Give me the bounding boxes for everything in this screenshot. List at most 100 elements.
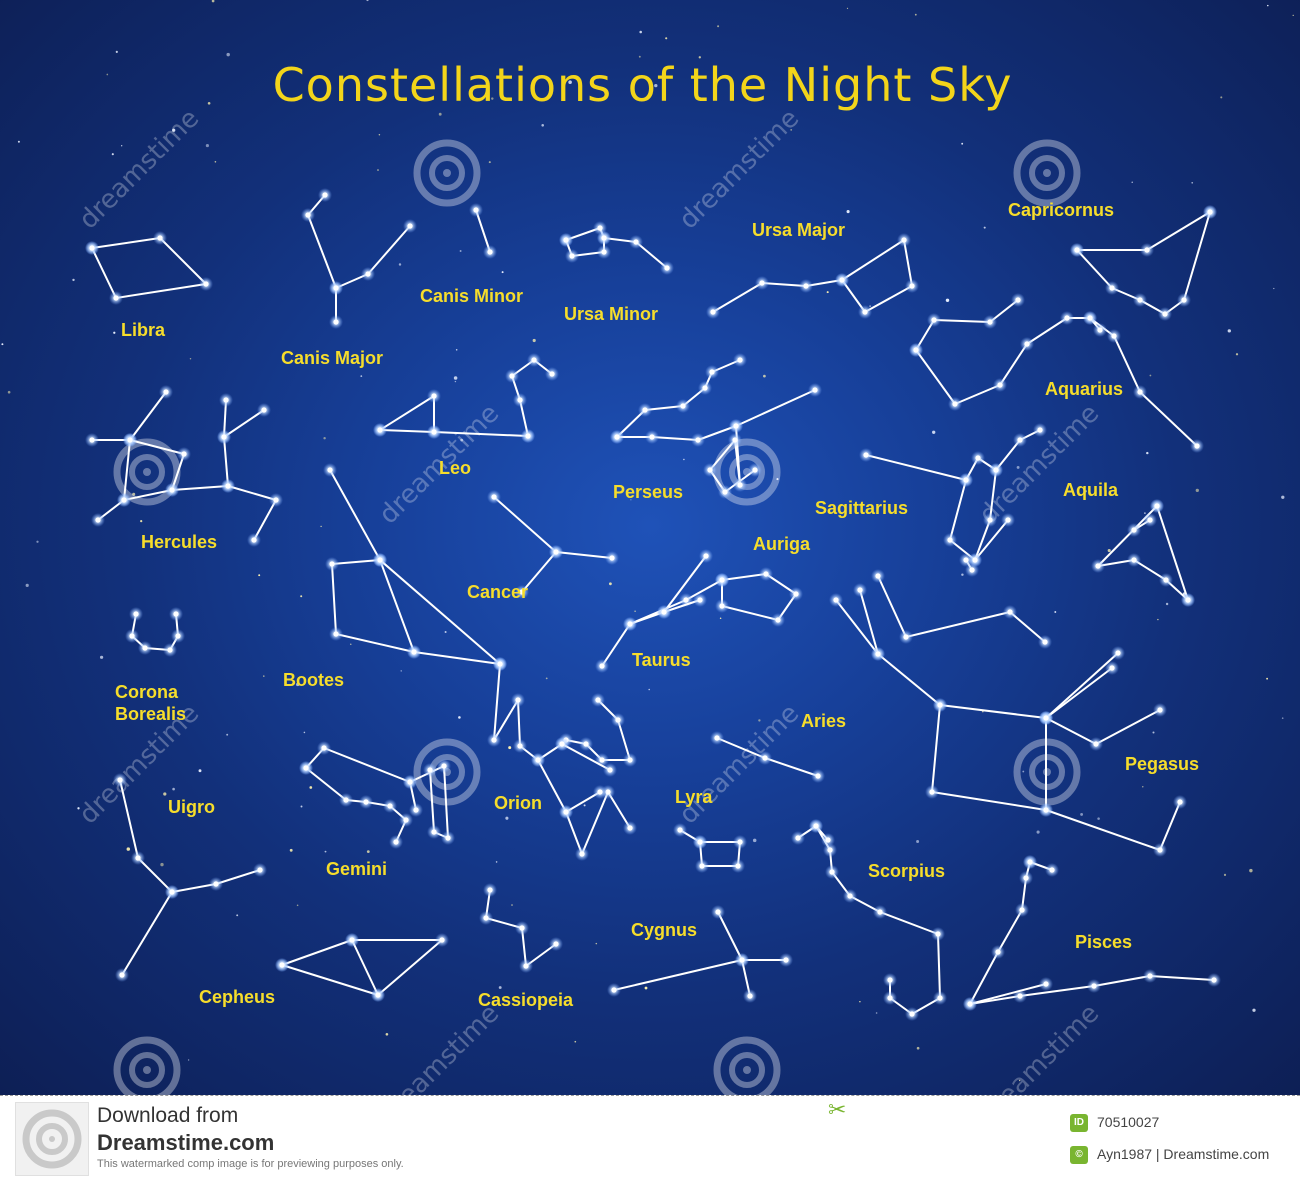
constellation-cepheus — [275, 933, 449, 1002]
star — [431, 829, 437, 835]
star — [349, 937, 355, 943]
star — [697, 839, 703, 845]
label-ursa-major: Ursa Major — [752, 220, 846, 240]
star — [699, 863, 705, 869]
background-star — [1149, 374, 1152, 377]
star — [909, 283, 915, 289]
constellation-ursa-major — [706, 233, 919, 319]
star — [601, 235, 607, 241]
star — [609, 555, 615, 561]
background-star — [505, 816, 509, 820]
label-cancer: Cancer — [467, 582, 529, 602]
star — [1115, 650, 1121, 656]
star — [329, 561, 335, 567]
star — [877, 909, 883, 915]
background-star — [583, 804, 586, 807]
star — [553, 549, 559, 555]
background-star — [1107, 548, 1111, 553]
star — [633, 239, 639, 245]
star — [937, 995, 943, 1001]
constellation-orion — [487, 657, 637, 861]
constellation-line — [712, 239, 913, 313]
star — [995, 949, 1001, 955]
star — [759, 280, 765, 286]
background-star — [1131, 181, 1133, 183]
background-star — [1097, 817, 1100, 820]
constellation-line — [931, 704, 1047, 811]
constellation-line — [475, 209, 491, 253]
constellation-uigro — [113, 773, 267, 982]
constellation-line — [877, 575, 1046, 643]
background-star — [460, 438, 464, 442]
background-star — [17, 140, 20, 143]
background-star — [214, 161, 217, 163]
star — [119, 972, 125, 978]
star — [142, 645, 148, 651]
background-star — [1157, 618, 1159, 621]
star — [803, 283, 809, 289]
star — [1144, 247, 1150, 253]
star — [813, 823, 819, 829]
constellation-line — [379, 559, 501, 665]
background-star — [1252, 1008, 1256, 1012]
watermark-spiral-icon — [713, 1036, 781, 1095]
constellation-line — [119, 779, 173, 976]
watermark-spiral-icon — [1043, 169, 1051, 177]
star — [535, 757, 541, 763]
star — [611, 987, 617, 993]
background-star — [454, 380, 457, 383]
star — [1109, 285, 1115, 291]
star — [517, 397, 523, 403]
label-bootes: Bootes — [283, 670, 345, 690]
background-star — [378, 134, 381, 136]
background-star — [719, 617, 722, 619]
star — [931, 317, 937, 323]
label-cygnus: Cygnus — [631, 920, 698, 940]
constellation-corona-borealis — [125, 607, 185, 657]
background-star — [300, 595, 303, 598]
constellation-line — [679, 829, 741, 867]
background-star — [634, 610, 636, 613]
star — [375, 992, 381, 998]
constellation-perseus — [610, 353, 822, 499]
background-star — [320, 525, 322, 528]
star — [1194, 443, 1200, 449]
background-star — [99, 655, 104, 659]
page-title: Constellations of the Night Sky — [272, 58, 1013, 112]
background-star — [568, 80, 572, 84]
constellation-line — [1045, 652, 1119, 719]
background-star — [1235, 353, 1239, 356]
star — [614, 434, 620, 440]
label-canis-major: Canis Major — [281, 348, 384, 368]
constellation-line — [123, 409, 265, 501]
star — [947, 537, 953, 543]
background-star — [211, 0, 215, 3]
watermark-text: dreamstime — [374, 999, 506, 1095]
star — [1049, 867, 1055, 873]
background-star — [654, 83, 658, 88]
star — [793, 591, 799, 597]
star — [223, 397, 229, 403]
background-star — [488, 161, 491, 164]
label-auriga: Auriga — [753, 534, 811, 554]
background-star — [300, 805, 303, 808]
credit-text[interactable]: Ayn1987 | Dreamstime.com — [1097, 1146, 1270, 1162]
constellation-line — [613, 959, 786, 991]
label-aquila: Aquila — [1063, 480, 1119, 500]
star — [127, 437, 133, 443]
background-star — [545, 677, 548, 680]
star — [722, 489, 728, 495]
site-link[interactable]: Dreamstime.com — [97, 1130, 275, 1155]
star — [735, 863, 741, 869]
spiral-logo-icon — [22, 1109, 82, 1169]
label-taurus: Taurus — [632, 650, 691, 670]
constellation-ursa-minor — [559, 221, 674, 275]
star — [1064, 315, 1070, 321]
constellation-line — [561, 743, 611, 771]
constellation-line — [1045, 801, 1181, 851]
background-star — [961, 573, 964, 576]
star — [343, 797, 349, 803]
watermark-spiral-icon — [143, 1066, 151, 1074]
